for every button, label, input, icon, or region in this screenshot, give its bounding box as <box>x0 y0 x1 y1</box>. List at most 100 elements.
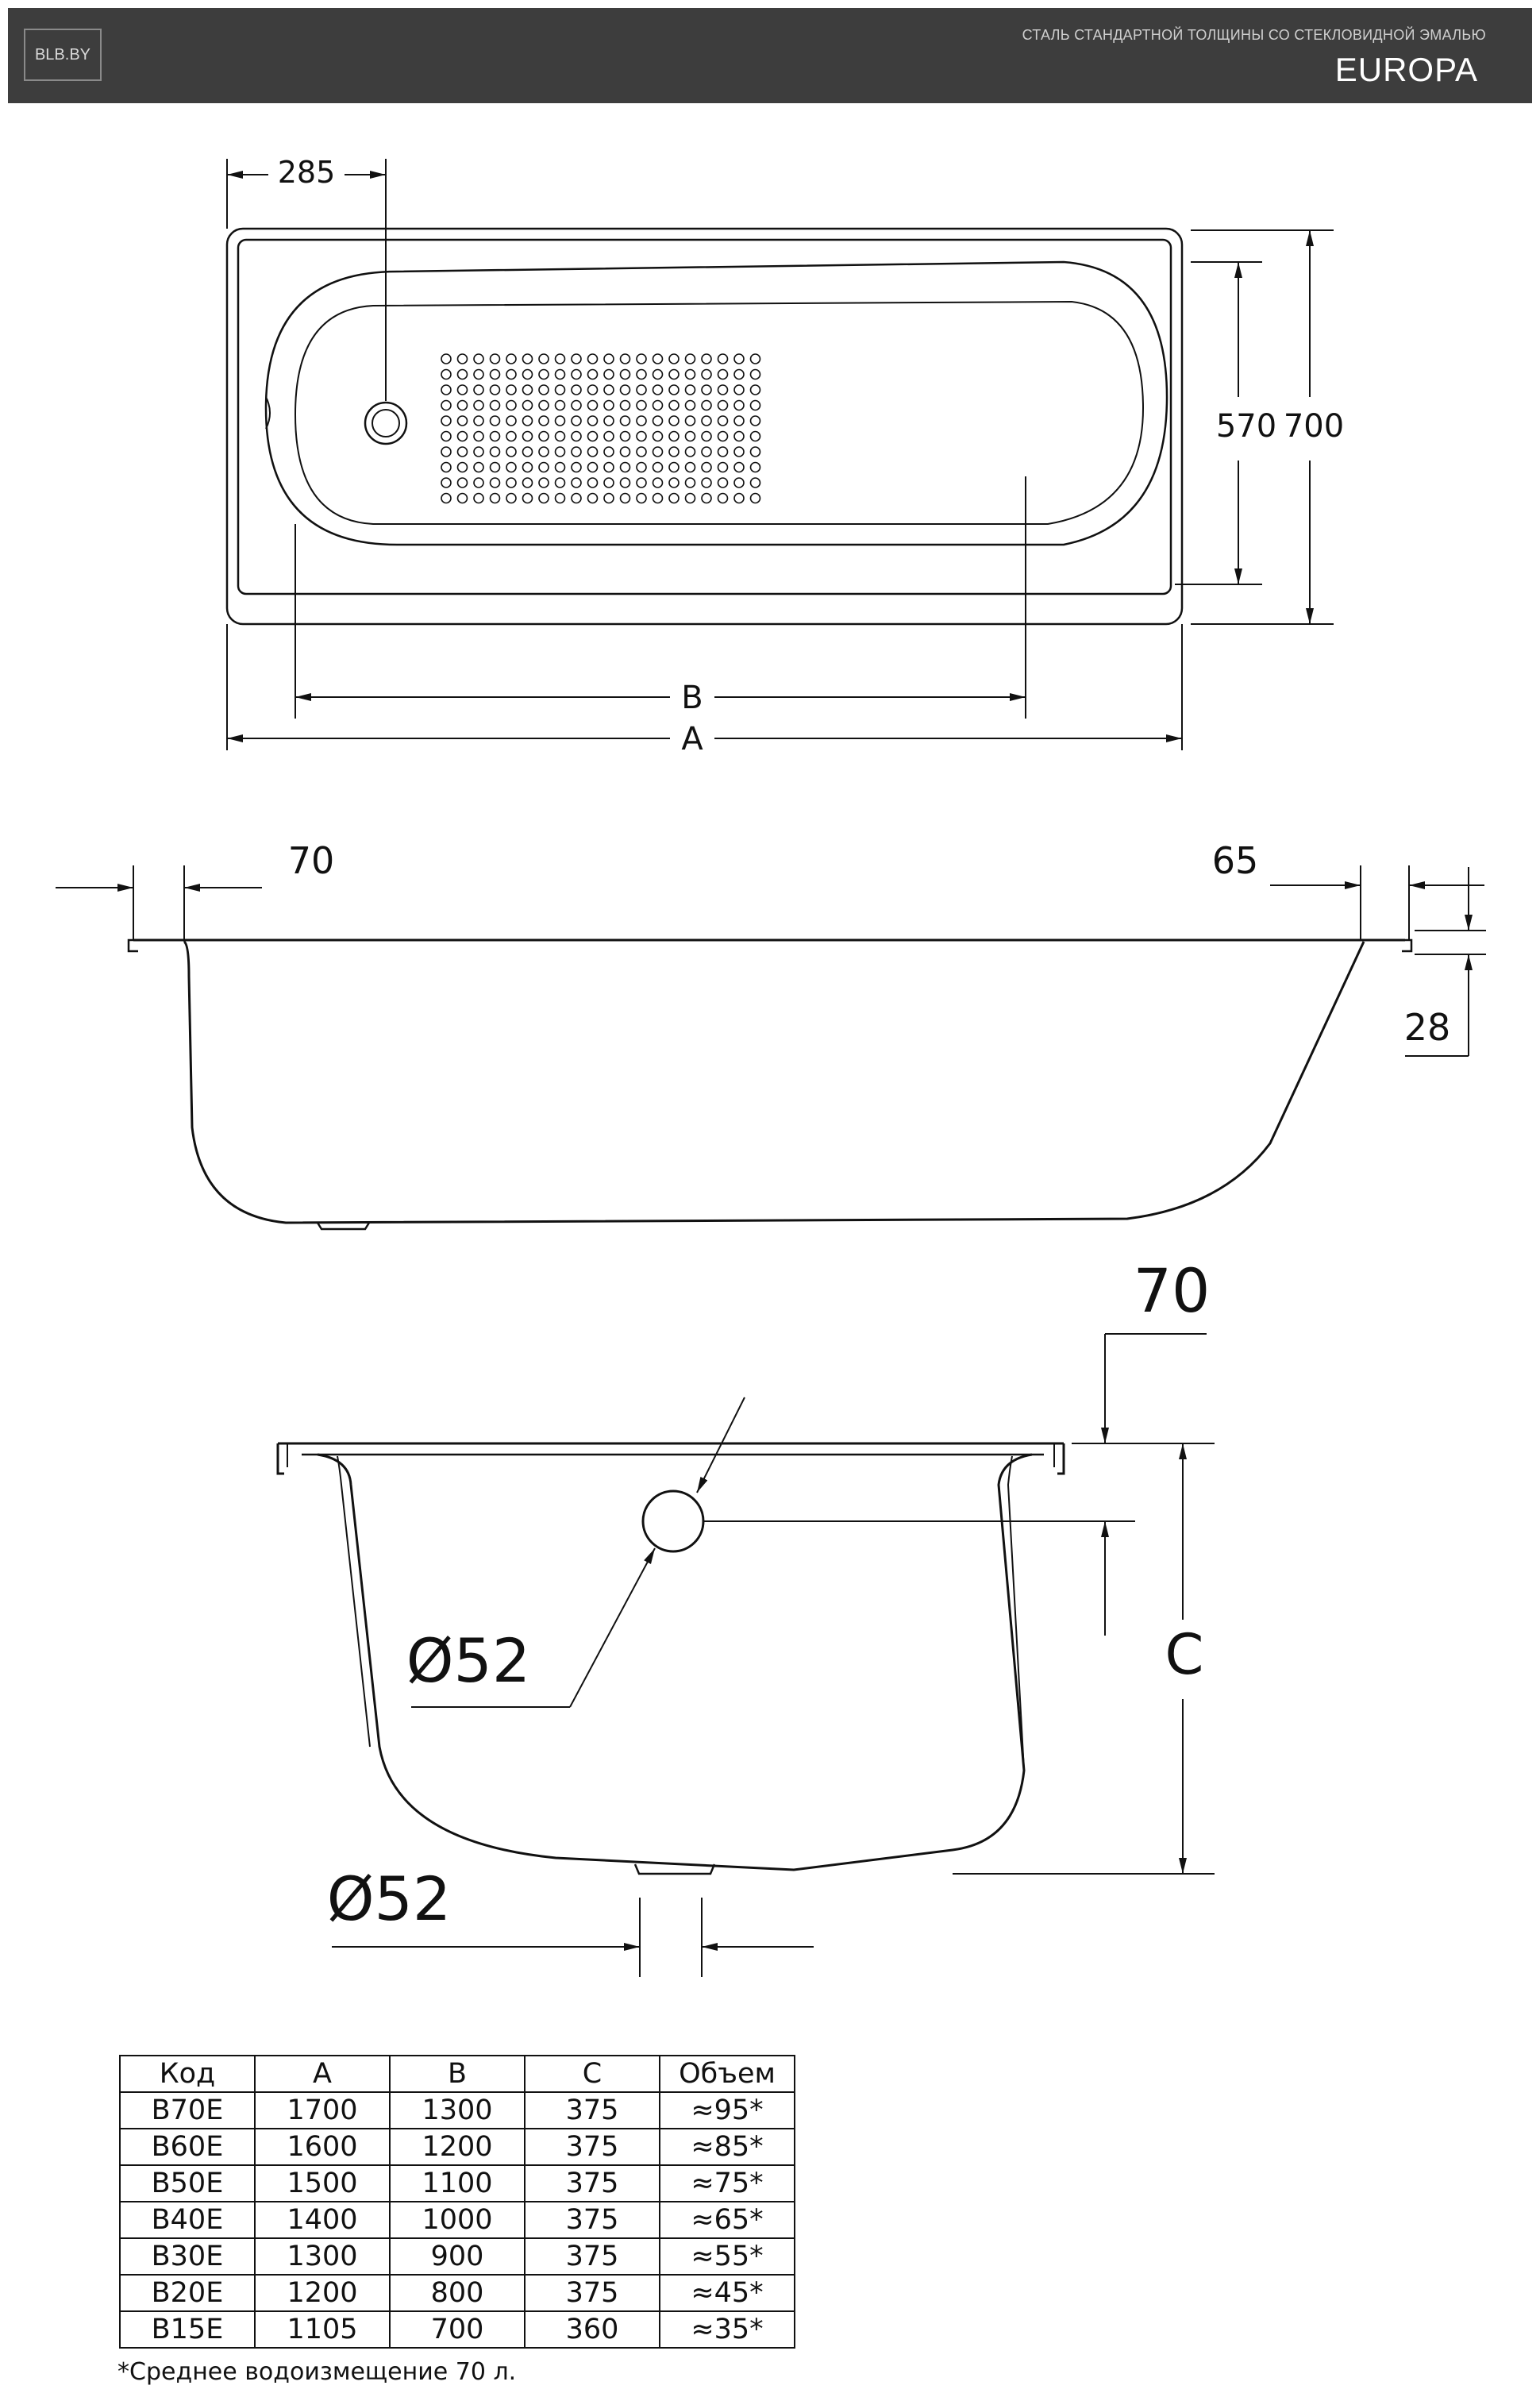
anti-slip-dot <box>717 353 729 364</box>
anti-slip-dot <box>652 399 664 411</box>
anti-slip-dot <box>506 446 517 457</box>
col-header-c: C <box>524 2055 660 2093</box>
anti-slip-dot <box>717 430 729 442</box>
anti-slip-dot <box>587 446 599 457</box>
anti-slip-dot <box>684 399 696 411</box>
anti-slip-dot <box>441 368 452 380</box>
header-subtitle: СТАЛЬ СТАНДАРТНОЙ ТОЛЩИНЫ СО СТЕКЛОВИДНО… <box>1022 27 1486 43</box>
anti-slip-dot <box>506 477 517 488</box>
anti-slip-dot <box>717 368 729 380</box>
dim-65-label: 65 <box>1212 839 1259 882</box>
anti-slip-dot <box>749 353 761 364</box>
anti-slip-dot <box>603 446 614 457</box>
overflow-hole <box>364 401 408 445</box>
anti-slip-dot <box>456 384 468 395</box>
anti-slip-dot <box>571 353 582 364</box>
dim-b-label: B <box>681 680 703 716</box>
tub-outer-rim <box>225 227 1184 626</box>
anti-slip-dot <box>652 384 664 395</box>
anti-slip-dot <box>717 415 729 426</box>
dim-70-section-label: 70 <box>1134 1255 1211 1326</box>
anti-slip-dot <box>571 430 582 442</box>
anti-slip-dot <box>473 477 484 488</box>
anti-slip-dot <box>456 430 468 442</box>
anti-slip-dot <box>538 430 549 442</box>
anti-slip-dot <box>603 492 614 504</box>
anti-slip-dot <box>749 368 761 380</box>
anti-slip-dot <box>538 399 549 411</box>
table-cell: ≈55* <box>659 2237 795 2276</box>
anti-slip-dot <box>749 461 761 473</box>
anti-slip-dot <box>636 430 647 442</box>
anti-slip-dot <box>733 430 745 442</box>
anti-slip-dot <box>701 461 712 473</box>
anti-slip-dot <box>668 368 680 380</box>
side-view <box>56 865 1486 1231</box>
col-header-volume: Объем <box>659 2055 795 2093</box>
anti-slip-dot <box>456 415 468 426</box>
anti-slip-dot <box>506 399 517 411</box>
anti-slip-dot <box>441 477 452 488</box>
anti-slip-dot <box>603 430 614 442</box>
section-overflow-hole <box>641 1489 705 1553</box>
anti-slip-dot <box>456 446 468 457</box>
anti-slip-dot <box>684 461 696 473</box>
anti-slip-dot <box>619 477 631 488</box>
anti-slip-dot <box>506 353 517 364</box>
anti-slip-dot <box>652 430 664 442</box>
anti-slip-dot <box>456 399 468 411</box>
anti-slip-dot <box>701 384 712 395</box>
table-cell: B30E <box>119 2237 256 2276</box>
anti-slip-dot <box>652 492 664 504</box>
anti-slip-dot <box>522 368 533 380</box>
anti-slip-dot <box>554 353 566 364</box>
table-cell: 1500 <box>254 2164 391 2202</box>
anti-slip-dot <box>587 399 599 411</box>
table-row: B20E 1200 800 375 ≈45* <box>119 2274 795 2312</box>
header-bar: BLB.BY СТАЛЬ СТАНДАРТНОЙ ТОЛЩИНЫ СО СТЕК… <box>8 8 1532 103</box>
anti-slip-dot <box>489 446 501 457</box>
anti-slip-dot <box>668 446 680 457</box>
anti-slip-pattern <box>441 353 761 504</box>
anti-slip-dot <box>489 399 501 411</box>
anti-slip-dot <box>749 446 761 457</box>
anti-slip-dot <box>441 492 452 504</box>
anti-slip-dot <box>636 415 647 426</box>
anti-slip-dot <box>717 399 729 411</box>
anti-slip-dot <box>473 446 484 457</box>
table-cell: B20E <box>119 2274 256 2312</box>
anti-slip-dot <box>441 446 452 457</box>
anti-slip-dot <box>619 492 631 504</box>
anti-slip-dot <box>701 368 712 380</box>
anti-slip-dot <box>456 477 468 488</box>
anti-slip-dot <box>489 415 501 426</box>
anti-slip-dot <box>749 415 761 426</box>
anti-slip-dot <box>684 446 696 457</box>
side-body <box>183 940 1365 1224</box>
anti-slip-dot <box>684 384 696 395</box>
anti-slip-dot <box>603 477 614 488</box>
anti-slip-dot <box>733 368 745 380</box>
anti-slip-dot <box>619 446 631 457</box>
table-row: B70E 1700 1300 375 ≈95* <box>119 2091 795 2129</box>
anti-slip-dot <box>668 384 680 395</box>
tub-inner-rim <box>237 238 1172 595</box>
dim-285-label: 285 <box>278 155 336 190</box>
brand-logo[interactable]: BLB.BY <box>24 29 102 81</box>
anti-slip-dot <box>473 430 484 442</box>
anti-slip-dot <box>506 368 517 380</box>
anti-slip-dot <box>441 384 452 395</box>
col-header-a: A <box>254 2055 391 2093</box>
anti-slip-dot <box>489 368 501 380</box>
anti-slip-dot <box>684 492 696 504</box>
anti-slip-dot <box>619 384 631 395</box>
anti-slip-dot <box>603 399 614 411</box>
table-cell: 1105 <box>254 2310 391 2349</box>
anti-slip-dot <box>587 492 599 504</box>
anti-slip-dot <box>733 492 745 504</box>
col-header-code: Код <box>119 2055 256 2093</box>
table-row: B15E 1105 700 360 ≈35* <box>119 2310 795 2349</box>
anti-slip-dot <box>441 461 452 473</box>
anti-slip-dot <box>701 492 712 504</box>
anti-slip-dot <box>441 353 452 364</box>
